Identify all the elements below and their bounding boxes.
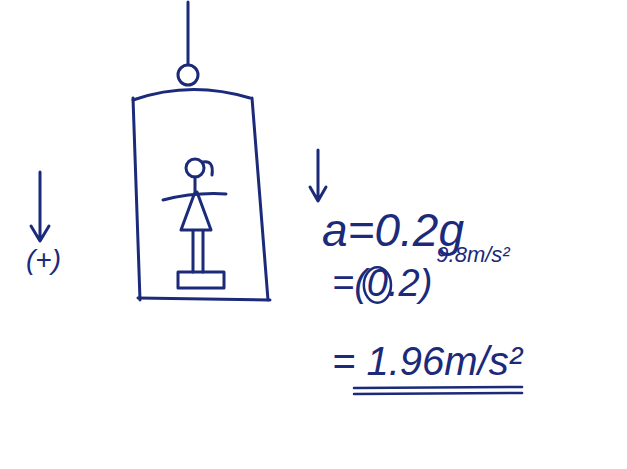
person-arms [163, 194, 226, 200]
person-hair [203, 162, 212, 175]
sign-label: (+) [26, 244, 61, 276]
acceleration-arrow [310, 150, 326, 201]
double-underline [354, 387, 522, 388]
cabin-wall [133, 98, 140, 300]
cabin-floor [138, 298, 270, 300]
rope [187, 2, 190, 64]
person-legs [193, 231, 203, 272]
double-underline [354, 393, 522, 394]
person-head [186, 159, 204, 177]
direction-arrow [31, 172, 49, 241]
result-value: = 1.96m/s² [332, 338, 522, 384]
person-body [181, 177, 211, 230]
hook-ring [178, 65, 198, 85]
superscript-value: 9.8m/s² [436, 242, 509, 267]
equation-line: =(0.2) [332, 262, 432, 306]
scale [178, 272, 224, 288]
cabin-roof [133, 89, 250, 100]
cabin-wall [252, 98, 268, 300]
